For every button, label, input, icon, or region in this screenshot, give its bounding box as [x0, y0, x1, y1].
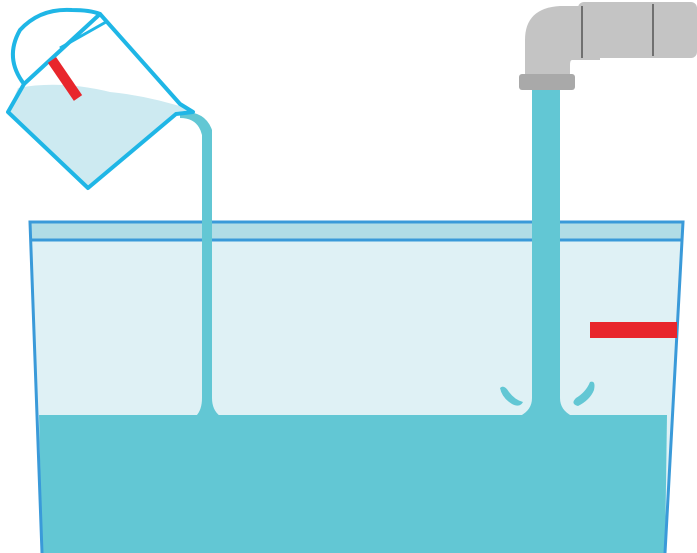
splash-droplet-right — [573, 381, 595, 406]
jug-water — [8, 84, 192, 188]
jug-handle — [11, 7, 102, 86]
tap-pipe — [578, 2, 697, 58]
tank-outline — [28, 220, 685, 553]
tap-water-stream — [500, 90, 595, 416]
measuring-jug-icon — [6, 7, 195, 190]
jug-body-outline — [6, 12, 195, 190]
tap-elbow — [525, 6, 600, 75]
jug-handle-inner — [59, 20, 107, 50]
water-tap-icon — [519, 2, 697, 90]
splash-droplet-left — [500, 386, 523, 406]
tank-rim-band — [30, 222, 683, 240]
tank-red-marker — [590, 322, 677, 338]
tap-nozzle — [519, 74, 575, 90]
jug-water-stream — [180, 111, 220, 417]
tank-water — [39, 415, 667, 553]
tap-stream-column — [520, 90, 572, 416]
water-tank-icon — [28, 220, 685, 553]
jug-red-marker — [47, 57, 83, 101]
